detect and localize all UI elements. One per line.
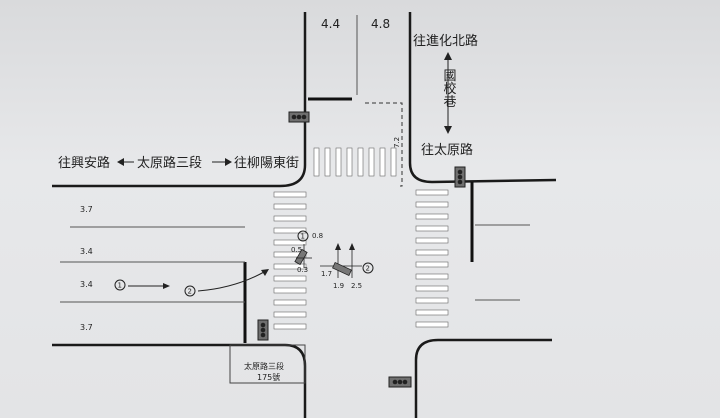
north-side-label-group: 國校巷 (441, 52, 457, 134)
dimension-dashed (365, 102, 403, 187)
lane-width-w1: 3.7 (80, 205, 93, 214)
lane-width-4-8: 4.8 (371, 17, 390, 31)
vehicle-1-marker: 1 (301, 233, 305, 241)
label-north-road: 往進化北路 (413, 33, 478, 49)
traffic-light-icons (257, 111, 466, 388)
crosswalk-east (415, 189, 449, 328)
label-west-center: 太原路三段 (137, 155, 202, 171)
vehicle-2-dim-c: 2.5 (351, 282, 362, 290)
travel-path: 1 2 (114, 269, 269, 297)
label-east-road: 往太原路 (421, 142, 473, 158)
path-marker-1: 1 (118, 282, 122, 290)
lane-width-w4: 3.7 (80, 323, 93, 332)
traffic-light-icon (288, 111, 310, 123)
curb-ne (408, 12, 557, 184)
traffic-light-icon (388, 376, 412, 388)
traffic-light-icon (454, 166, 466, 188)
vehicle-1-dim-c: 0.3 (297, 266, 308, 274)
vehicle-1-dim-a: 0.8 (312, 232, 323, 240)
curb-lines (52, 12, 557, 418)
building-address-line2: 175號 (257, 372, 280, 382)
vehicle-2-dim-a: 1.7 (321, 270, 332, 278)
curb-se (414, 338, 552, 418)
label-north-side: 國校巷 (441, 69, 457, 108)
building-address-line1: 太原路三段 (244, 361, 284, 371)
lane-width-4-4: 4.4 (321, 17, 340, 31)
curb-nw (52, 12, 307, 188)
traffic-light-icon (257, 319, 269, 341)
path-marker-2: 2 (188, 288, 192, 296)
lane-width-w3: 3.4 (80, 280, 93, 289)
label-west-left: 往興安路 (58, 155, 110, 171)
vehicle-2-marker: 2 (366, 265, 370, 273)
crosswalk-west (273, 191, 307, 330)
vehicle-2: 2 1.7 1.9 2.5 (320, 243, 374, 290)
vehicle-1: 1 0.8 0.5 0.3 (291, 230, 323, 274)
building-outline (229, 344, 306, 384)
crosswalk-north (313, 147, 397, 177)
lane-lines (60, 15, 530, 303)
label-west-right: 往柳陽東街 (234, 155, 299, 171)
vehicle-2-dim-b: 1.9 (333, 282, 344, 290)
west-label-arrows (117, 158, 232, 166)
vehicle-1-dim-b: 0.5 (291, 246, 302, 254)
dimension-7-2: 7.2 (393, 137, 401, 148)
lane-width-w2: 3.4 (80, 247, 93, 256)
